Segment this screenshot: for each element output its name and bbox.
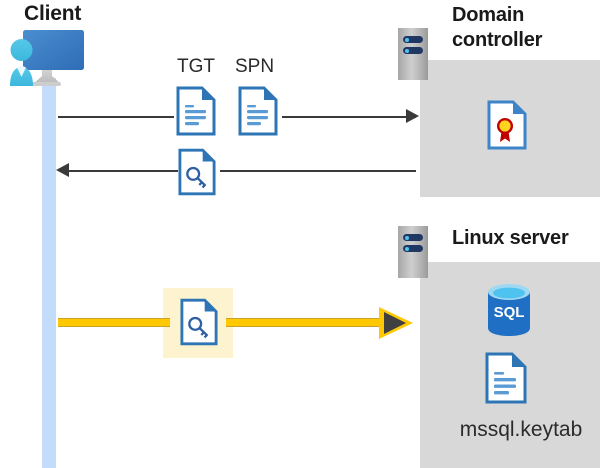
spn-label: SPN bbox=[235, 56, 275, 77]
response-line-right bbox=[220, 170, 416, 172]
sql-label: SQL bbox=[494, 304, 525, 321]
arrowhead-to-domain-controller bbox=[406, 109, 419, 123]
response-line-left bbox=[66, 170, 178, 172]
linux-server-icon bbox=[398, 226, 434, 284]
spn-document-icon bbox=[238, 86, 278, 136]
sql-database-icon: SQL bbox=[486, 283, 532, 337]
client-workstation-icon bbox=[6, 24, 92, 90]
server-led-indicator bbox=[403, 47, 423, 54]
request-line-right bbox=[282, 116, 416, 118]
ticket-document-key-icon bbox=[178, 148, 216, 196]
server-led-indicator bbox=[403, 245, 423, 252]
certificate-document-icon bbox=[487, 100, 527, 150]
request-line-left bbox=[58, 116, 174, 118]
client-lifeline bbox=[42, 78, 56, 468]
auth-flow-line-right bbox=[226, 318, 386, 327]
arrowhead-to-linux-server bbox=[378, 306, 414, 340]
server-led-indicator bbox=[403, 234, 423, 241]
keytab-filename-label: mssql.keytab bbox=[459, 418, 583, 441]
client-title: Client bbox=[24, 2, 82, 25]
linux-server-title: Linux server bbox=[452, 227, 569, 249]
arrowhead-to-client bbox=[56, 163, 69, 177]
tgt-label: TGT bbox=[177, 56, 215, 77]
domain-controller-server-icon bbox=[398, 28, 434, 86]
session-key-document-icon bbox=[180, 298, 218, 346]
server-led-indicator bbox=[403, 36, 423, 43]
auth-flow-line-left bbox=[58, 318, 170, 327]
keytab-document-icon bbox=[485, 352, 527, 404]
tgt-document-icon bbox=[176, 86, 216, 136]
domain-controller-title: Domain controller bbox=[452, 4, 543, 51]
